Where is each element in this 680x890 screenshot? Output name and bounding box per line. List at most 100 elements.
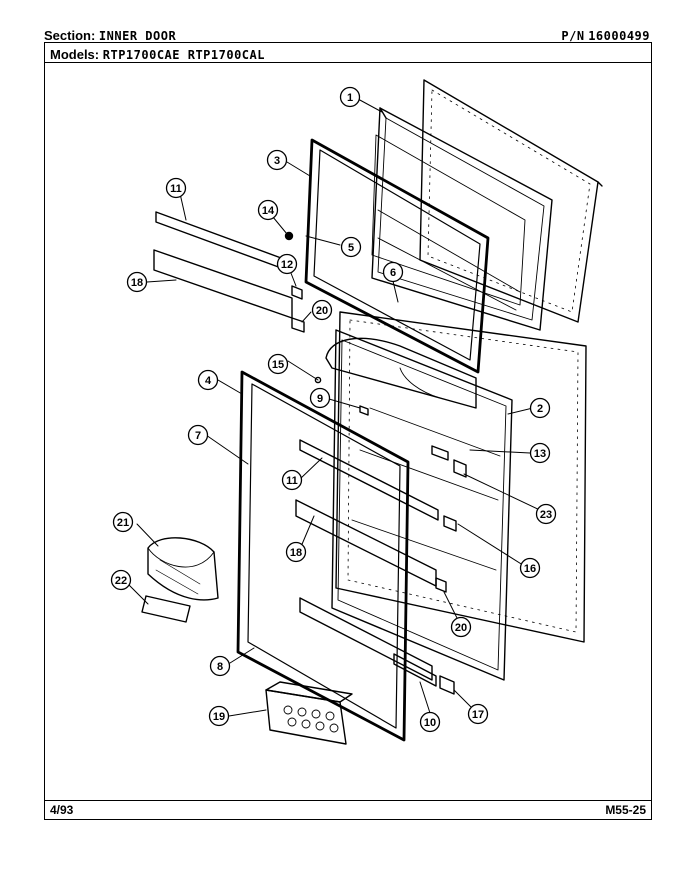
callout-11: 11 bbox=[281, 469, 303, 491]
footer-code: M55-25 bbox=[605, 803, 646, 817]
callout-23: 23 bbox=[535, 503, 557, 525]
shelf-clip-20-lower bbox=[435, 577, 447, 593]
callout-6: 6 bbox=[382, 261, 404, 283]
callout-5: 5 bbox=[340, 236, 362, 258]
callout-2: 2 bbox=[529, 397, 551, 419]
callout-number: 20 bbox=[455, 622, 467, 634]
part-number-label: P/N bbox=[561, 29, 585, 43]
callout-13: 13 bbox=[529, 442, 551, 464]
callout-number: 22 bbox=[115, 575, 127, 587]
callout-circle bbox=[276, 253, 298, 275]
callout-4: 4 bbox=[197, 369, 219, 391]
callout-circle bbox=[165, 177, 187, 199]
callout-circle bbox=[281, 469, 303, 491]
callout-circle bbox=[285, 541, 307, 563]
callout-20: 20 bbox=[311, 299, 333, 321]
callout-number: 15 bbox=[272, 359, 284, 371]
callout-circle bbox=[450, 616, 472, 638]
shelf-clip-13 bbox=[431, 445, 449, 461]
freezer-outer-door-panel bbox=[419, 79, 603, 323]
footer-date: 4/93 bbox=[50, 803, 74, 817]
fresh-food-outer-door-panel bbox=[335, 311, 587, 643]
callout-circle bbox=[419, 711, 441, 733]
callout-number: 19 bbox=[213, 711, 225, 723]
callout-number: 11 bbox=[286, 475, 298, 487]
butter-compartment-cover bbox=[147, 537, 219, 601]
callout-7: 7 bbox=[187, 424, 209, 446]
callout-21: 21 bbox=[112, 511, 134, 533]
freezer-shelf-strip bbox=[155, 211, 293, 273]
callout-18: 18 bbox=[285, 541, 307, 563]
models-value: RTP1700CAE RTP1700CAL bbox=[102, 48, 265, 62]
callout-18: 18 bbox=[126, 271, 148, 293]
leader-lines bbox=[123, 98, 545, 717]
callout-circle bbox=[535, 503, 557, 525]
callout-22: 22 bbox=[110, 569, 132, 591]
callout-circle bbox=[209, 655, 231, 677]
callout-circle bbox=[519, 557, 541, 579]
egg-bin bbox=[265, 681, 353, 745]
models-line: Models: RTP1700CAE RTP1700CAL bbox=[50, 47, 265, 62]
callout-19: 19 bbox=[208, 705, 230, 727]
callout-circle bbox=[126, 271, 148, 293]
callout-circle bbox=[309, 387, 331, 409]
callout-circle bbox=[311, 299, 333, 321]
fresh-food-shelf-strip bbox=[299, 439, 439, 521]
callout-number: 17 bbox=[472, 709, 484, 721]
callout-number: 3 bbox=[274, 155, 280, 167]
callout-circle bbox=[112, 511, 134, 533]
callout-number: 11 bbox=[170, 183, 182, 195]
callout-circle bbox=[382, 261, 404, 283]
shelf-clip-mid bbox=[291, 317, 305, 333]
callout-number: 2 bbox=[537, 403, 543, 415]
callout-14: 14 bbox=[257, 199, 279, 221]
callout-number: 5 bbox=[348, 242, 354, 254]
shelf-clip-23 bbox=[453, 459, 467, 478]
butter-tray bbox=[141, 595, 191, 623]
callout-9: 9 bbox=[309, 387, 331, 409]
clip-9 bbox=[359, 405, 369, 416]
callout-17: 17 bbox=[467, 703, 489, 725]
callout-number: 14 bbox=[262, 205, 275, 217]
callout-circle bbox=[529, 397, 551, 419]
callout-number: 1 bbox=[347, 92, 353, 104]
callout-number: 20 bbox=[316, 305, 328, 317]
callout-circle bbox=[340, 236, 362, 258]
callout-circle bbox=[529, 442, 551, 464]
callout-10: 10 bbox=[419, 711, 441, 733]
callout-circle bbox=[339, 86, 361, 108]
section-label: Section: bbox=[44, 28, 96, 43]
callout-15: 15 bbox=[267, 353, 289, 375]
callout-circle bbox=[110, 569, 132, 591]
callout-circle bbox=[208, 705, 230, 727]
callout-number: 23 bbox=[540, 509, 552, 521]
fresh-food-door-liner bbox=[325, 329, 513, 681]
callout-20: 20 bbox=[450, 616, 472, 638]
bottom-retainer-bar bbox=[393, 653, 437, 687]
callout-circle bbox=[257, 199, 279, 221]
fresh-food-shelf-bar bbox=[295, 499, 437, 587]
callout-number: 6 bbox=[390, 267, 396, 279]
part-number-value: 16000499 bbox=[588, 29, 650, 43]
callout-number: 18 bbox=[131, 277, 143, 289]
fresh-food-door-gasket bbox=[236, 370, 410, 742]
freezer-shelf-bar bbox=[153, 249, 293, 319]
callout-16: 16 bbox=[519, 557, 541, 579]
callout-12: 12 bbox=[276, 253, 298, 275]
callout-11: 11 bbox=[165, 177, 187, 199]
shelf-clip-upper bbox=[291, 285, 303, 300]
callout-group: 1234567891011111213141516171818192020212… bbox=[110, 86, 557, 733]
callout-number: 9 bbox=[317, 393, 323, 405]
callout-number: 13 bbox=[534, 448, 546, 460]
callout-number: 7 bbox=[195, 430, 201, 442]
freezer-door-liner bbox=[371, 107, 553, 331]
diagram-frame bbox=[44, 42, 652, 820]
callout-circle bbox=[467, 703, 489, 725]
callout-8: 8 bbox=[209, 655, 231, 677]
callout-circle bbox=[187, 424, 209, 446]
part-number-line: P/N 16000499 bbox=[561, 28, 650, 43]
shelf-clip-17 bbox=[439, 675, 455, 695]
callout-1: 1 bbox=[339, 86, 361, 108]
callout-number: 16 bbox=[524, 563, 536, 575]
